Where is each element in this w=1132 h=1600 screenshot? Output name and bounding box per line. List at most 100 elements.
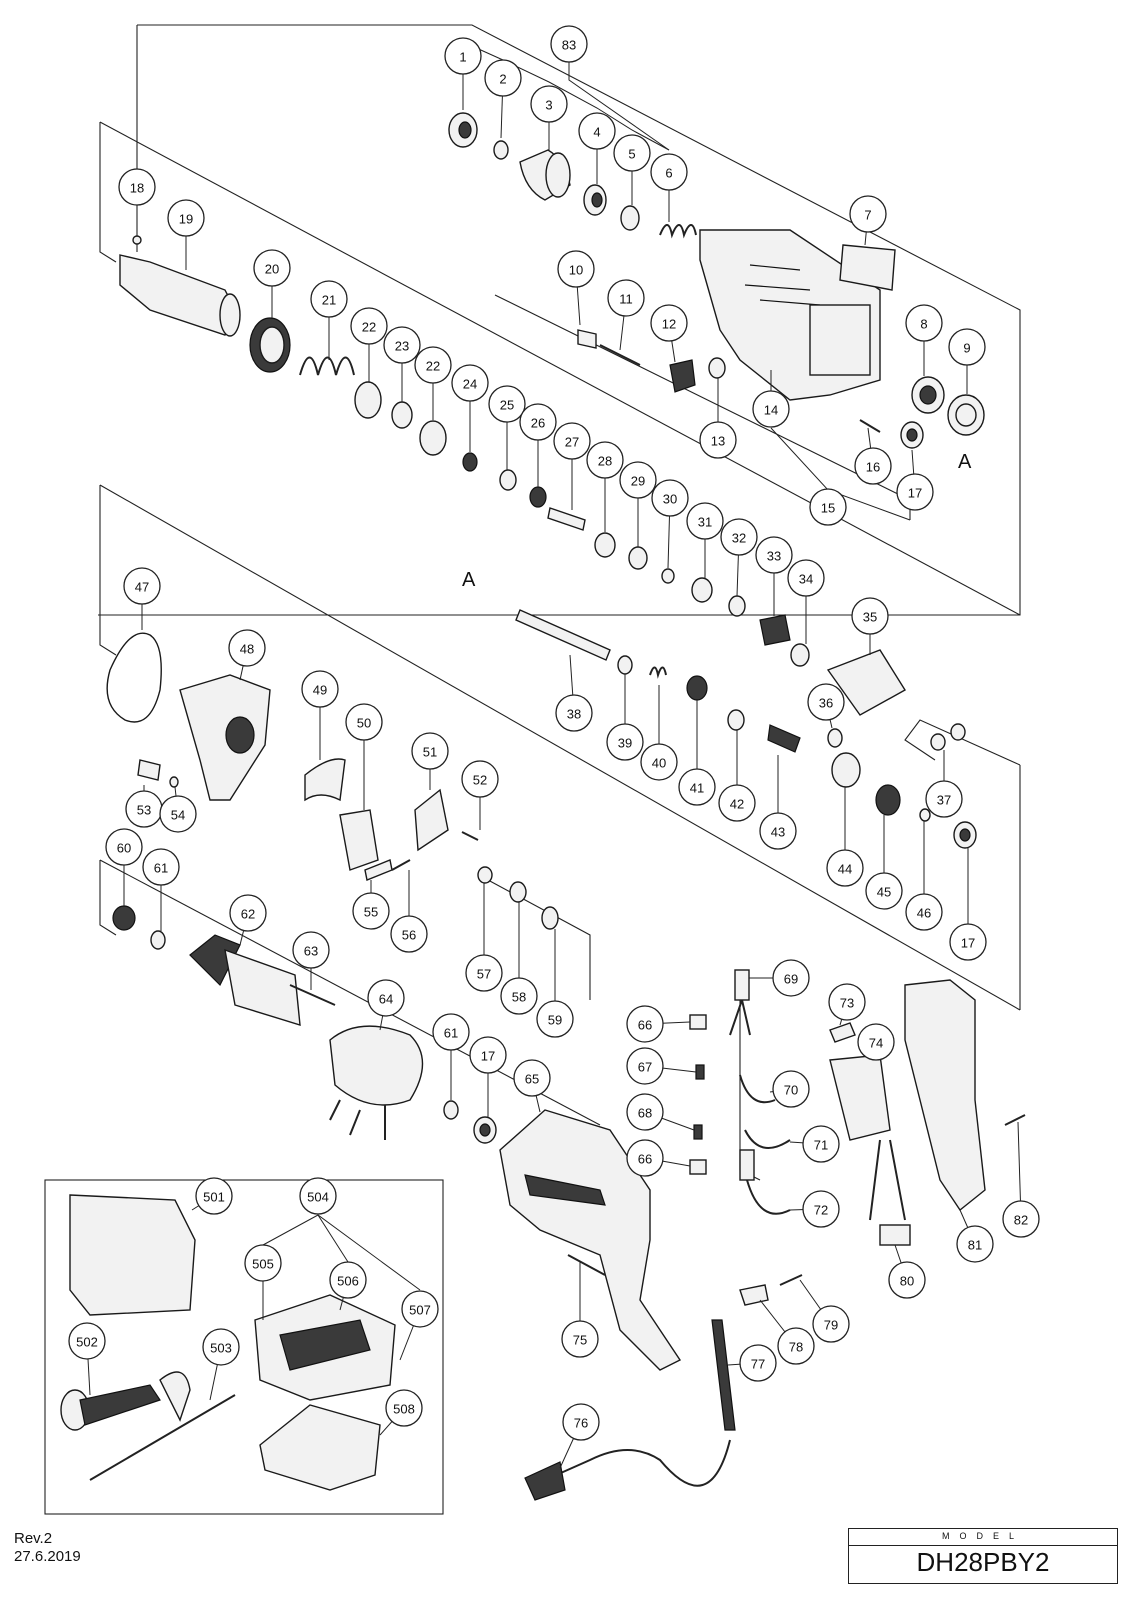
callout-68: 68 — [626, 1093, 664, 1131]
callout-1: 1 — [444, 37, 482, 75]
bracket-504-b — [317, 1214, 349, 1263]
part-30-ring — [661, 568, 675, 584]
callout-number: 29 — [631, 474, 645, 489]
callout-61b: 61 — [432, 1013, 470, 1051]
part-19-cylinder — [119, 254, 241, 337]
callout-6: 6 — [650, 153, 688, 191]
callout-circle — [123, 567, 161, 605]
part-503-depth-gauge — [89, 1394, 236, 1481]
callout-number: 15 — [821, 501, 835, 516]
part-54-ring — [169, 776, 179, 788]
callout-number: 83 — [562, 38, 576, 53]
callout-79: 79 — [812, 1305, 850, 1343]
callout-number: 79 — [824, 1318, 838, 1333]
anchor-label-a-shaft: A — [462, 569, 476, 591]
callout-number: 68 — [638, 1106, 652, 1121]
callout-number: 504 — [307, 1190, 329, 1205]
callout-9: 9 — [948, 328, 986, 366]
part-51-plate — [414, 788, 449, 852]
part-10-block — [577, 329, 597, 349]
callout-4: 4 — [578, 112, 616, 150]
callout-circle — [292, 931, 330, 969]
callout-83: 83 — [550, 25, 588, 63]
callout-32: 32 — [720, 518, 758, 556]
part-47-o-ring — [106, 632, 162, 723]
callout-72: 72 — [802, 1190, 840, 1228]
callout-circle — [414, 346, 452, 384]
part-61-washer-a — [150, 930, 166, 950]
part-27-striker — [547, 507, 586, 531]
part-35-tube — [826, 649, 906, 716]
callout-number: 37 — [937, 793, 951, 808]
callout-number: 34 — [799, 572, 813, 587]
callout-78: 78 — [777, 1327, 815, 1365]
part-76-cord — [524, 1439, 731, 1501]
callout-number: 502 — [76, 1335, 98, 1350]
callout-number: 58 — [512, 990, 526, 1005]
callout-16: 16 — [854, 447, 892, 485]
callout-circle — [607, 279, 645, 317]
callout-31: 31 — [686, 502, 724, 540]
callout-circle — [606, 723, 644, 761]
part-44-bearing — [831, 752, 861, 788]
frame-middle-diag — [99, 484, 1021, 1011]
callout-number: 59 — [548, 1013, 562, 1028]
callout-number: 8 — [920, 317, 927, 332]
callout-circle — [229, 894, 267, 932]
part-22-washer-b — [419, 420, 447, 456]
callout-circle — [851, 597, 889, 635]
callout-number: 57 — [477, 967, 491, 982]
part-59-ring — [541, 906, 559, 930]
callout-number: 32 — [732, 531, 746, 546]
part-7-label — [839, 244, 896, 291]
callout-circle — [228, 629, 266, 667]
callout-circle — [626, 1139, 664, 1177]
part-41-gear — [686, 675, 708, 701]
callout-circle — [626, 1005, 664, 1043]
callout-22a: 22 — [350, 307, 388, 345]
callout-60: 60 — [105, 828, 143, 866]
callout-13: 13 — [699, 421, 737, 459]
callout-50: 50 — [345, 703, 383, 741]
callout-number: 49 — [313, 683, 327, 698]
part-74-switch — [829, 1054, 891, 1141]
callout-5: 5 — [613, 134, 651, 172]
callout-38: 38 — [555, 694, 593, 732]
frame-top — [98, 24, 1021, 616]
callout-circle — [651, 479, 689, 517]
callout-number: 19 — [179, 212, 193, 227]
callout-number: 5 — [628, 147, 635, 162]
callout-66b: 66 — [626, 1139, 664, 1177]
callout-circle — [759, 812, 797, 850]
callout-circle — [68, 1322, 106, 1360]
callout-number: 9 — [963, 341, 970, 356]
callout-circle — [772, 959, 810, 997]
model-caption: MODEL — [849, 1531, 1117, 1546]
callout-number: 60 — [117, 841, 131, 856]
callout-62: 62 — [229, 894, 267, 932]
callout-number: 506 — [337, 1274, 359, 1289]
callout-circle — [352, 892, 390, 930]
part-64-stator — [329, 1025, 424, 1140]
accessory-box — [44, 1179, 444, 1515]
callout-number: 505 — [252, 1257, 274, 1272]
callout-504: 504 — [299, 1177, 337, 1215]
callout-circle — [345, 703, 383, 741]
callout-circle — [578, 112, 616, 150]
callout-number: 21 — [322, 293, 336, 308]
part-56-screw — [391, 859, 411, 871]
callout-76: 76 — [562, 1403, 600, 1441]
callout-circle — [752, 390, 790, 428]
callout-507: 507 — [401, 1290, 439, 1328]
part-38-shaft — [515, 609, 611, 661]
callout-30: 30 — [651, 479, 689, 517]
part-42-ring — [727, 709, 745, 731]
callout-circle — [640, 743, 678, 781]
callout-circle — [301, 670, 339, 708]
callout-69: 69 — [772, 959, 810, 997]
part-13-ring — [708, 357, 726, 379]
callout-circle — [650, 304, 688, 342]
callout-number: 7 — [864, 208, 871, 223]
frame-right-upper — [904, 719, 1021, 766]
callout-layer: 1234567891011121314151617181920212223222… — [68, 25, 1040, 1441]
